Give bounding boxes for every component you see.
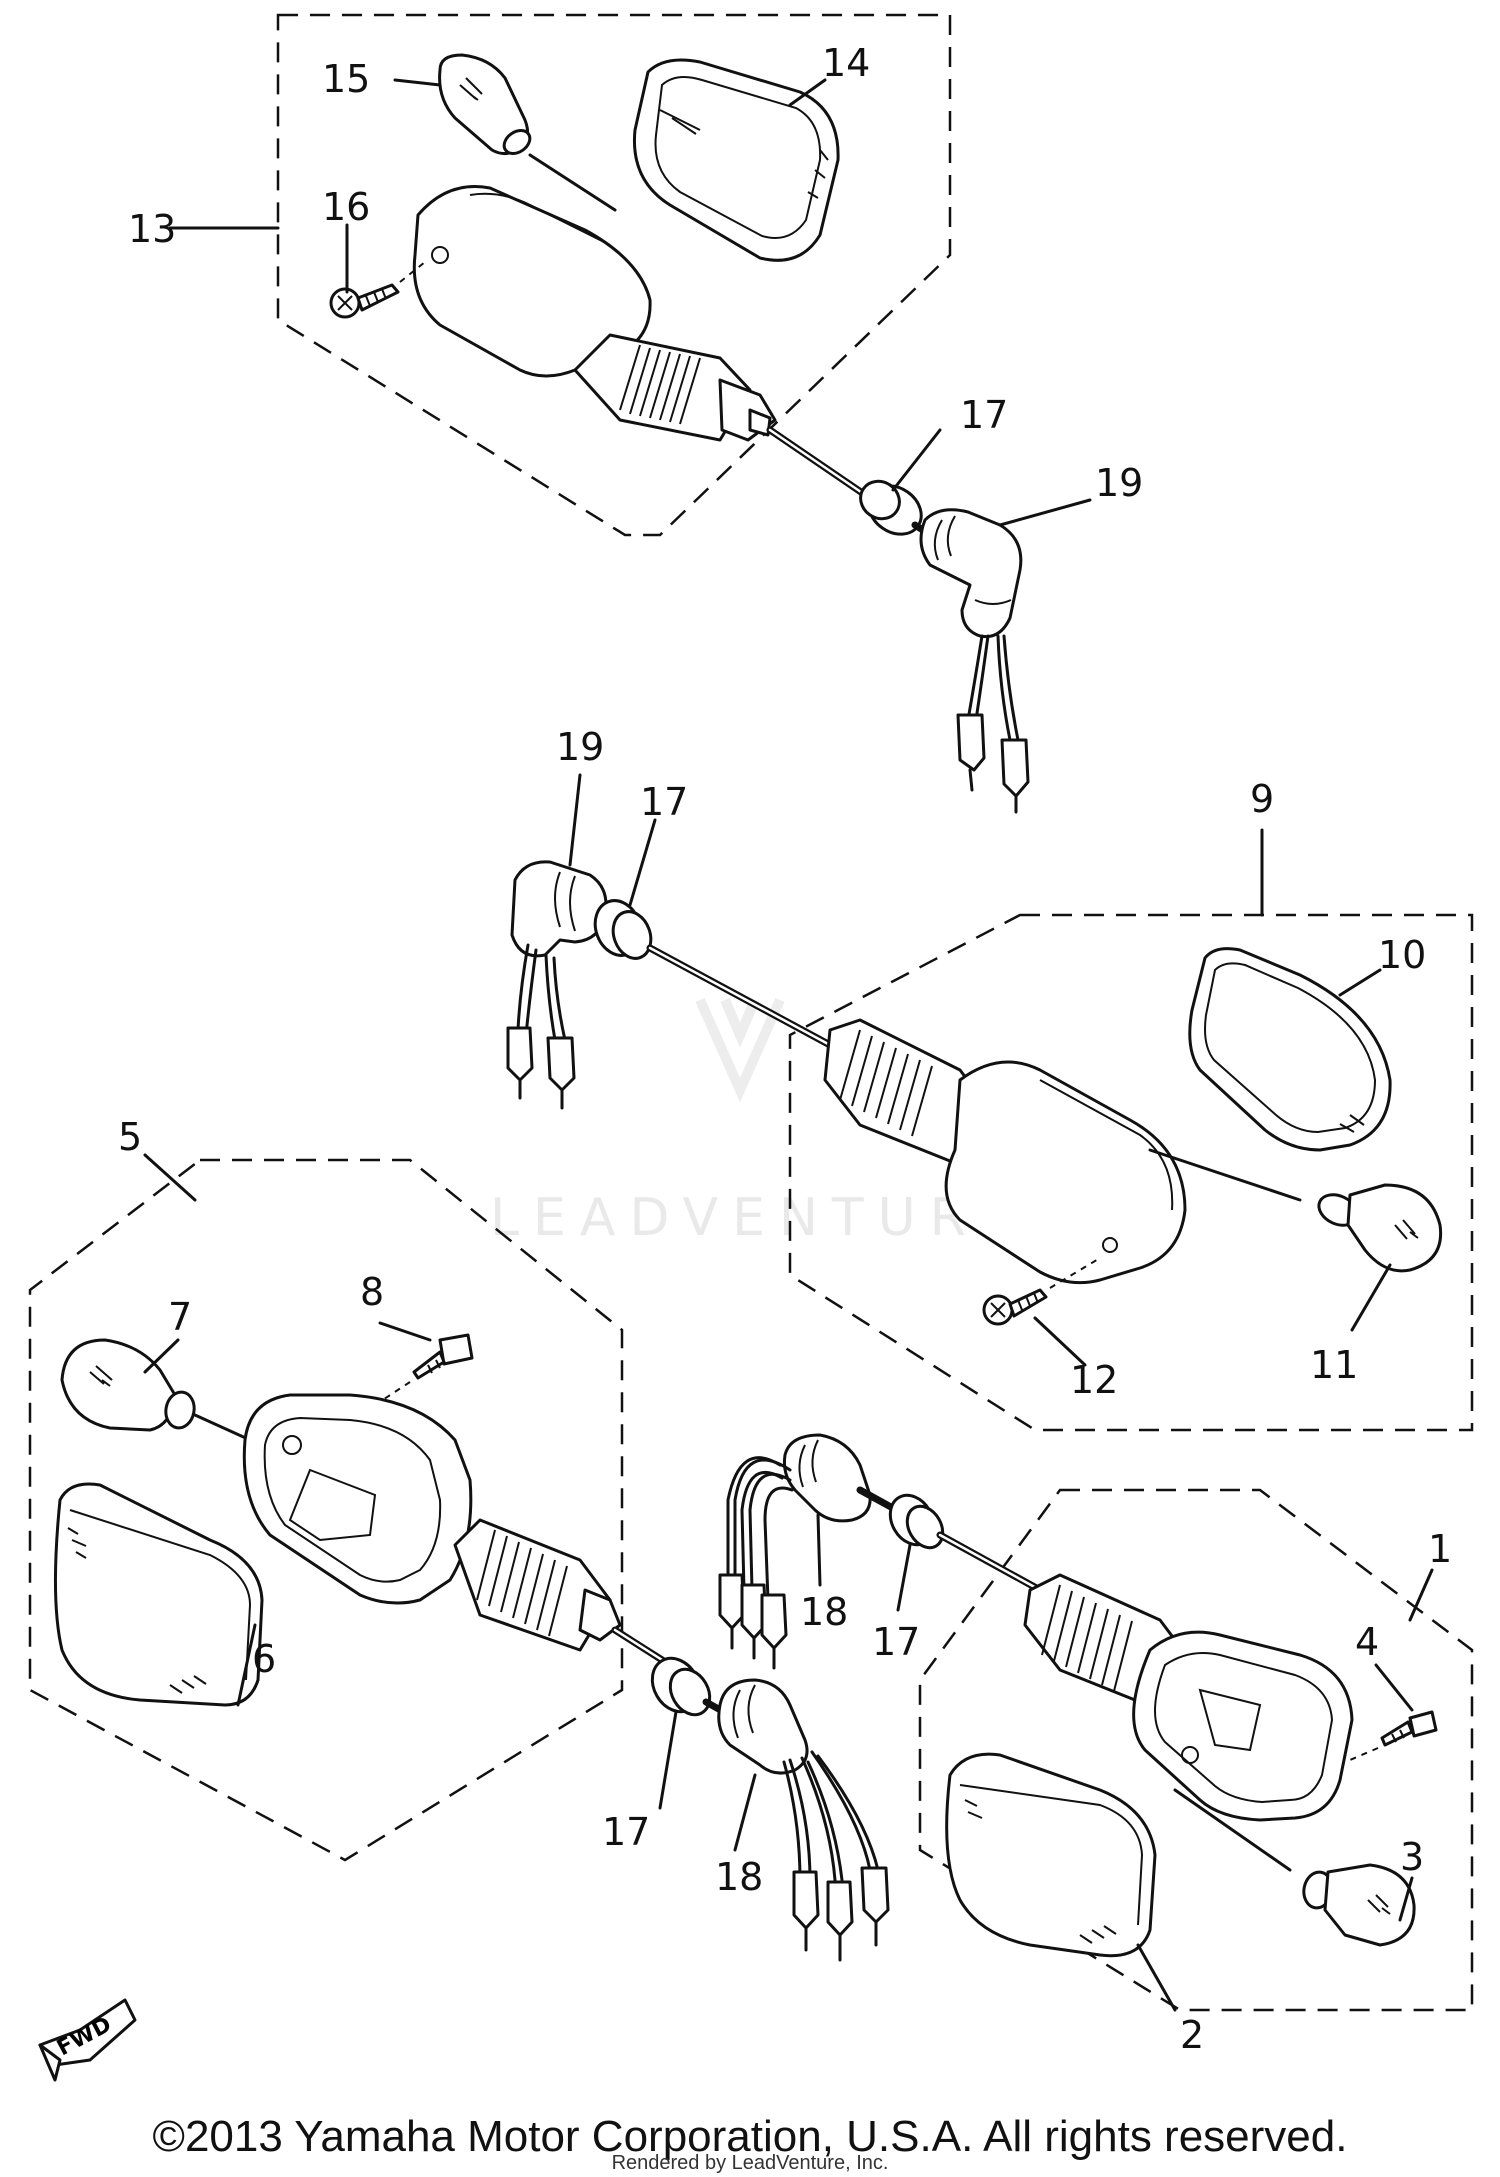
callout-17-top: 17 [960, 393, 1008, 437]
assembly-13-outline [276, 13, 952, 537]
callout-12: 12 [1070, 1358, 1118, 1402]
part-3-guide-line [1173, 1788, 1292, 1872]
callout-9: 9 [1250, 777, 1274, 821]
assembly-5-outline [28, 1158, 624, 1862]
part-17-grommet-top [859, 479, 923, 536]
part-1-housing [1023, 1573, 1354, 1822]
callout-14: 14 [822, 41, 870, 85]
part-11-bulb [1317, 1183, 1443, 1273]
callout-13: 13 [128, 207, 176, 251]
callout-8: 8 [360, 1270, 384, 1314]
callout-16: 16 [322, 185, 370, 229]
part-19-boot-middle [510, 860, 608, 958]
part-9-housing [823, 1018, 1187, 1285]
callout-18-lower-left: 18 [715, 1855, 763, 1899]
part-10-lens [1188, 947, 1392, 1152]
assembly-9-wire-leads [506, 943, 576, 1110]
assembly-9-outline [788, 913, 1474, 1432]
fwd-direction-badge: FWD [38, 1998, 137, 2082]
callout-11: 11 [1310, 1343, 1358, 1387]
callout-3: 3 [1400, 1835, 1424, 1879]
callout-19-middle: 19 [556, 725, 604, 769]
callout-15: 15 [322, 57, 370, 101]
part-5-housing [242, 1393, 622, 1652]
callout-10: 10 [1378, 933, 1426, 977]
callout-17-lower-left: 17 [602, 1810, 650, 1854]
part-19-boot-top [919, 508, 1023, 639]
part-12-guide-line [1049, 1257, 1101, 1289]
callout-17-middle: 17 [640, 780, 688, 824]
assembly-1-wire-leads [718, 1456, 794, 1670]
callout-1: 1 [1428, 1527, 1452, 1571]
callout-6: 6 [252, 1637, 276, 1681]
part-17-grommet-lower-left [650, 1656, 712, 1717]
part-17-grommet-middle [593, 899, 653, 960]
part-4-screw [1380, 1710, 1438, 1747]
part-18-grommet-lower-right [783, 1433, 872, 1523]
callout-5: 5 [118, 1115, 142, 1159]
assembly-5-wire-leads [782, 1750, 890, 1962]
watermark-logo [695, 997, 785, 1103]
callout-7: 7 [168, 1295, 192, 1339]
part-2-lens [945, 1752, 1157, 1958]
callout-4: 4 [1355, 1620, 1379, 1664]
callout-2: 2 [1180, 2013, 1204, 2057]
callout-19-top: 19 [1095, 461, 1143, 505]
callout-leaders [143, 78, 1434, 2012]
part-15-guide-line [528, 153, 617, 212]
assembly-1-outline [918, 1488, 1474, 2012]
watermark-text: LEADVENTURE [490, 1188, 1027, 1248]
part-8-screw [412, 1333, 474, 1380]
part-15-bulb [438, 53, 532, 155]
part-14-lens [632, 58, 840, 262]
part-4-guide-line [1349, 1747, 1379, 1761]
rendered-by-credit: Rendered by LeadVenture, Inc. [611, 2152, 889, 2174]
part-11-guide-line [1148, 1148, 1302, 1202]
part-3-bulb [1302, 1863, 1416, 1947]
callout-17-lower-right: 17 [872, 1620, 920, 1664]
part-6-lens [53, 1482, 264, 1707]
part-18-grommet-lower-left [717, 1678, 809, 1775]
part-7-bulb [60, 1338, 196, 1432]
part-13-housing [412, 185, 777, 442]
copyright-notice: ©2013 Yamaha Motor Corporation, U.S.A. A… [152, 2112, 1348, 2161]
assembly-13-wire-leads [956, 634, 1030, 814]
part-17-grommet-lower-right [888, 1493, 945, 1550]
part-12-screw [982, 1288, 1048, 1326]
part-16-screw [329, 283, 400, 319]
callout-18-lower-right: 18 [800, 1590, 848, 1634]
part-16-guide-line [399, 261, 426, 283]
